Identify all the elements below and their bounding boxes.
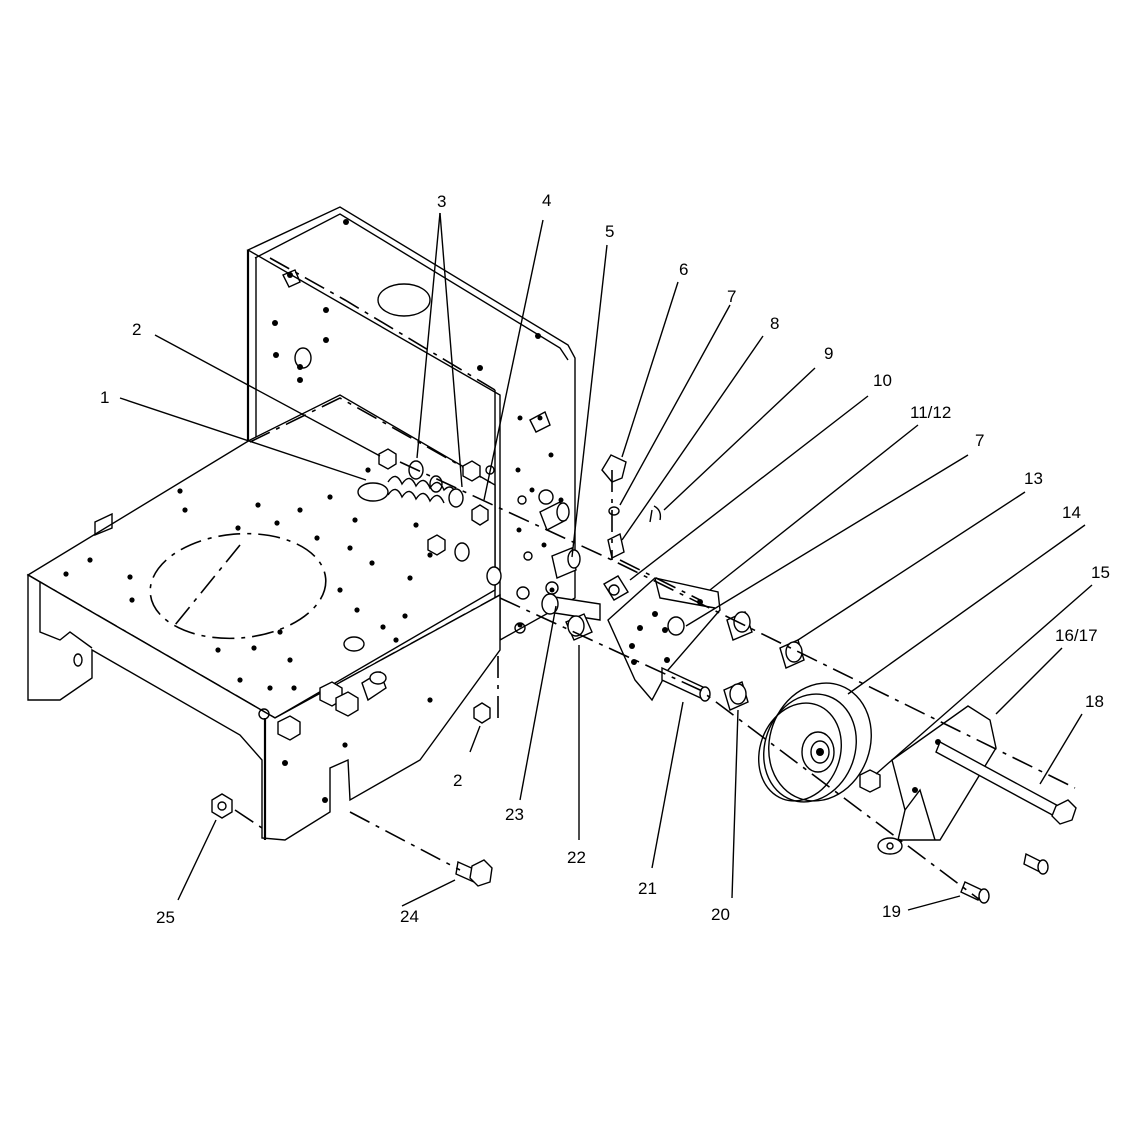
callout-13: 13 [1024, 469, 1043, 488]
callout-19: 19 [882, 902, 901, 921]
callout-7-top: 7 [727, 287, 736, 306]
callout-10: 10 [873, 371, 892, 390]
base-frame [26, 206, 576, 841]
callout-14: 14 [1062, 503, 1081, 522]
callout-4: 4 [542, 191, 551, 210]
callout-25: 25 [156, 908, 175, 927]
callout-6: 6 [679, 260, 688, 279]
callout-7-bottom: 7 [975, 431, 984, 450]
callout-23: 23 [505, 805, 524, 824]
spring-part [357, 475, 455, 504]
callout-16-17: 16/17 [1055, 626, 1098, 645]
callout-22: 22 [567, 848, 586, 867]
callout-8: 8 [770, 314, 779, 333]
callout-9: 9 [824, 344, 833, 363]
callout-24: 24 [400, 907, 419, 926]
callout-5: 5 [605, 222, 614, 241]
callout-20: 20 [711, 905, 730, 924]
callout-11-12: 11/12 [910, 403, 951, 422]
pulley-part [758, 682, 872, 803]
callout-18: 18 [1085, 692, 1104, 711]
hardware-parts [211, 448, 1077, 904]
callout-3: 3 [437, 192, 446, 211]
callout-21: 21 [638, 879, 657, 898]
callout-1: 1 [100, 388, 109, 407]
callout-labels: 1 2 2 3 4 5 6 7 8 9 10 11/12 7 13 14 15 … [100, 191, 1110, 927]
leader-lines [119, 212, 1093, 911]
callout-15: 15 [1091, 563, 1110, 582]
callout-2-bottom: 2 [453, 771, 462, 790]
callout-2-top: 2 [132, 320, 141, 339]
